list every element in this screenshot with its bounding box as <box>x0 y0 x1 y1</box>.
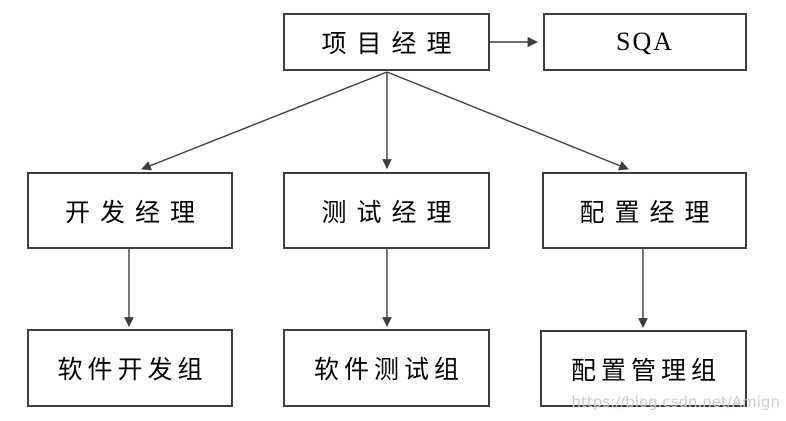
node-software-test-group-label: 软件测试组 <box>313 357 464 384</box>
node-software-dev-group-label: 软件开发组 <box>57 357 208 384</box>
node-test-manager: 测试经理 <box>283 172 490 249</box>
node-config-manager-label: 配置经理 <box>579 199 720 227</box>
node-dev-manager: 开发经理 <box>27 172 233 249</box>
node-config-mgmt-group-label: 配置管理组 <box>570 357 721 385</box>
node-config-manager: 配置经理 <box>542 172 747 249</box>
node-software-dev-group: 软件开发组 <box>27 329 233 407</box>
node-project-manager-label: 项目经理 <box>321 31 462 58</box>
node-sqa: SQA <box>543 13 747 71</box>
node-project-manager: 项目经理 <box>283 13 490 71</box>
edge-project-manager-to-dev-manager <box>141 71 388 171</box>
edge-project-manager-to-config-manager <box>386 71 629 171</box>
node-config-mgmt-group: 配置管理组 <box>540 330 747 407</box>
node-sqa-label: SQA <box>615 27 674 56</box>
node-dev-manager-label: 开发经理 <box>64 199 205 227</box>
node-software-test-group: 软件测试组 <box>283 329 490 407</box>
node-test-manager-label: 测试经理 <box>321 199 462 227</box>
